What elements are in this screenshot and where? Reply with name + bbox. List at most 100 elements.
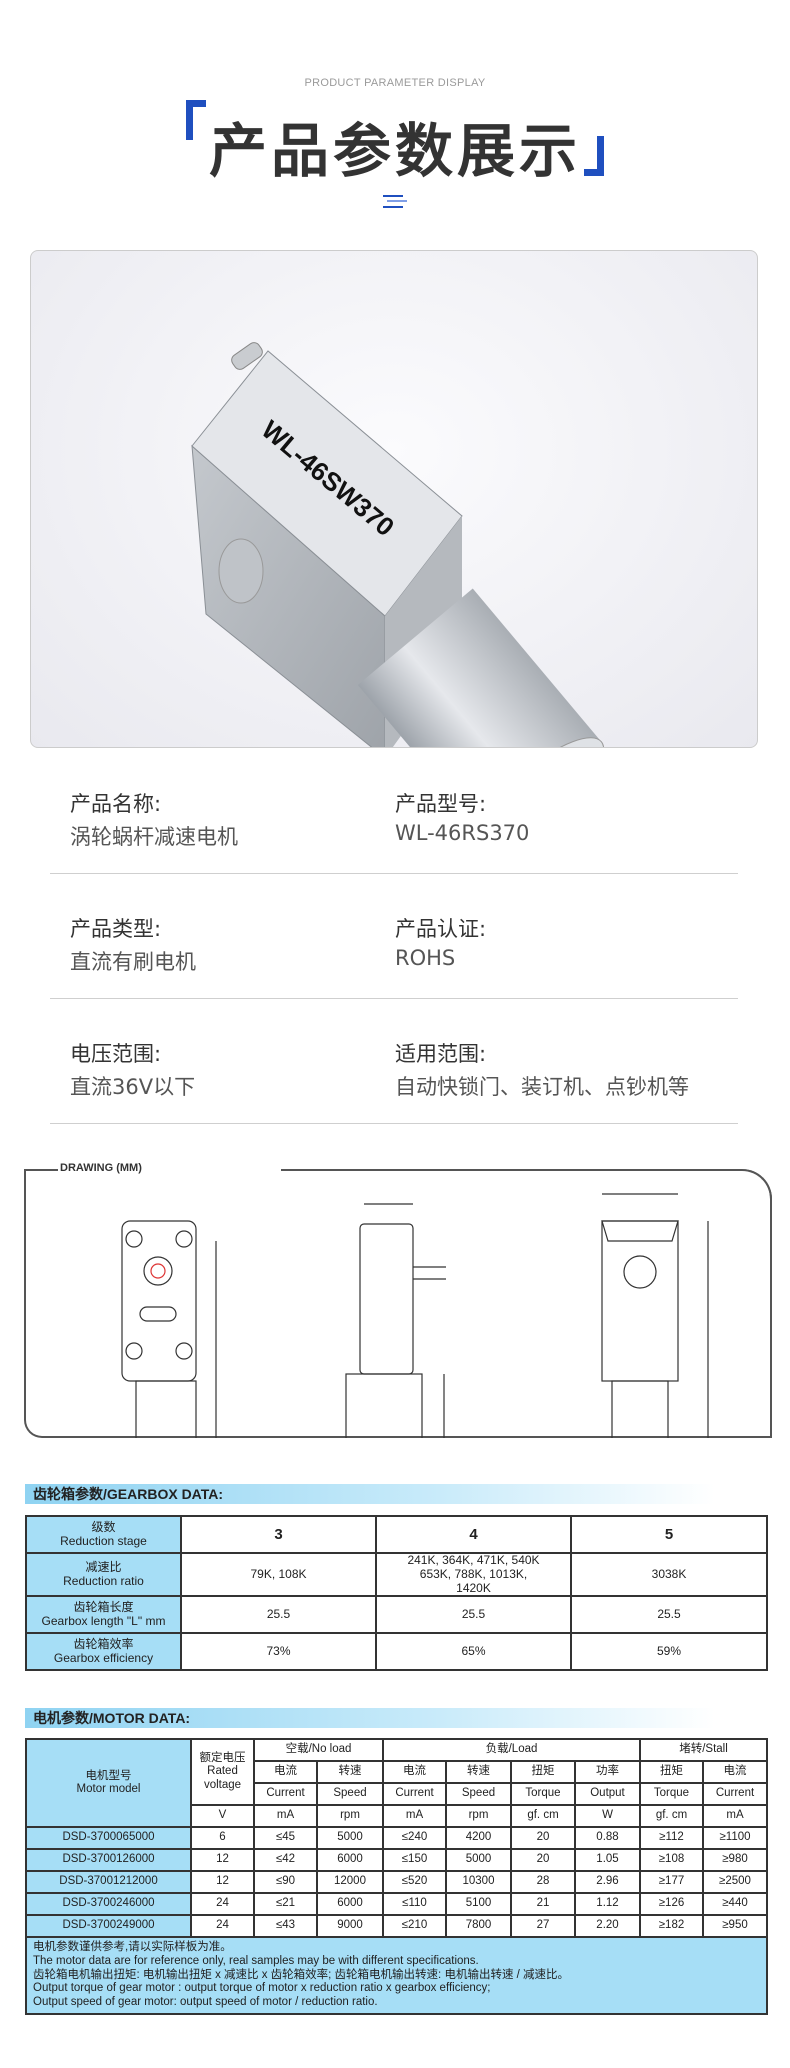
table-cell: 25.5 <box>570 1595 768 1635</box>
table-cell: ≤150 <box>382 1848 447 1872</box>
table-cell: 6000 <box>316 1892 384 1916</box>
table-cell: ≥950 <box>702 1914 768 1938</box>
column-header-cn: 扭矩 <box>510 1760 576 1784</box>
header-cn: 额定电压 <box>199 1752 246 1765</box>
table-cell: 59% <box>570 1632 768 1672</box>
column-header-en: Speed <box>316 1782 384 1806</box>
product-photo: WL-46SW370 <box>30 250 758 748</box>
lines-icon <box>381 194 409 208</box>
table-cell: 73% <box>180 1632 377 1672</box>
spec-label-cert: 产品认证: <box>395 917 487 941</box>
table-cell: 12000 <box>316 1870 384 1894</box>
column-header-en: Current <box>702 1782 768 1806</box>
table-cell: 2.20 <box>574 1914 641 1938</box>
table-cell: 0.88 <box>574 1826 641 1850</box>
table-cell: DSD-37001212000 <box>25 1870 192 1894</box>
note-line: 齿轮箱电机输出扭矩: 电机输出扭矩 x 减速比 x 齿轮箱效率; 齿轮箱电机输出… <box>33 1968 570 1981</box>
group-header: 堵转/Stall <box>639 1738 768 1762</box>
table-cell: 21 <box>510 1892 576 1916</box>
table-row: 电机参数谨供参考,请以实际样板为准。The motor data are for… <box>25 1936 768 2015</box>
note-line: The motor data are for reference only, r… <box>33 1954 479 1967</box>
table-cell: DSD-3700065000 <box>25 1826 192 1850</box>
unit-cell: rpm <box>316 1804 384 1828</box>
table-cell: 20 <box>510 1848 576 1872</box>
column-header-en: Current <box>382 1782 447 1806</box>
row-label-en: Reduction stage <box>60 1533 147 1548</box>
table-cell: 9000 <box>316 1914 384 1938</box>
table-cell: 6000 <box>316 1848 384 1872</box>
table-cell: 6 <box>190 1826 255 1850</box>
table-cell: 3 <box>180 1515 377 1554</box>
table-cell: 1.05 <box>574 1848 641 1872</box>
column-header-en: Output <box>574 1782 641 1806</box>
unit-cell: W <box>574 1804 641 1828</box>
column-header-en: Speed <box>445 1782 512 1806</box>
table-row: 电流转速电流转速扭矩功率扭矩电流 <box>26 1760 768 1784</box>
spec-label-name: 产品名称: <box>70 792 162 816</box>
table-cell: 24 <box>190 1892 255 1916</box>
table-cell: ≥108 <box>639 1848 704 1872</box>
table-cell: 2.96 <box>574 1870 641 1894</box>
motor-section-header: 电机参数/MOTOR DATA: <box>25 1708 715 1728</box>
row-label-cn: 齿轮箱效率 <box>73 1637 134 1652</box>
group-header: 负载/Load <box>382 1738 641 1762</box>
table-cell: ≥440 <box>702 1892 768 1916</box>
spec-value-cert: ROHS <box>395 946 456 970</box>
table-cell: 5000 <box>316 1826 384 1850</box>
table-cell: 24 <box>190 1914 255 1938</box>
page-title: 产品参数展示 <box>208 117 581 185</box>
table-cell: 4200 <box>445 1826 512 1850</box>
spec-value-model: WL-46RS370 <box>395 821 530 845</box>
group-header: 空载/No load <box>253 1738 384 1762</box>
divider <box>50 873 738 874</box>
unit-cell: mA <box>702 1804 768 1828</box>
notes-cell: 电机参数谨供参考,请以实际样板为准。The motor data are for… <box>25 1936 768 2015</box>
table-cell: ≥980 <box>702 1848 768 1872</box>
column-header-cn: 扭矩 <box>639 1760 704 1784</box>
table-cell: 20 <box>510 1826 576 1850</box>
table-cell: ≤110 <box>382 1892 447 1916</box>
table-cell: ≥177 <box>639 1870 704 1894</box>
table-cell: 1.12 <box>574 1892 641 1916</box>
spec-value-voltage: 直流36V以下 <box>70 1075 196 1099</box>
table-cell: 25.5 <box>180 1595 377 1635</box>
table-cell: 12 <box>190 1870 255 1894</box>
row-label-en: Gearbox length "L" mm <box>41 1613 166 1628</box>
table-cell: ≤42 <box>253 1848 318 1872</box>
table-cell: DSD-3700126000 <box>25 1848 192 1872</box>
gearbox-section-header: 齿轮箱参数/GEARBOX DATA: <box>25 1484 715 1504</box>
spec-label-application: 适用范围: <box>395 1042 487 1066</box>
header-cn: 电机型号 <box>85 1769 132 1782</box>
unit-cell: rpm <box>445 1804 512 1828</box>
header-en: Rated voltage <box>203 1765 242 1791</box>
column-header-en: Torque <box>639 1782 704 1806</box>
table-cell: ≥126 <box>639 1892 704 1916</box>
bracket-right-decoration <box>584 136 604 176</box>
note-line: Output torque of gear motor : output tor… <box>33 1982 491 1995</box>
table-cell: 10300 <box>445 1870 512 1894</box>
row-label-en: Gearbox efficiency <box>53 1650 154 1665</box>
table-cell: 241K, 364K, 471K, 540K 653K, 788K, 1013K… <box>375 1551 572 1598</box>
table-cell: 4 <box>375 1515 572 1554</box>
table-cell: 5000 <box>445 1848 512 1872</box>
table-cell: ≤520 <box>382 1870 447 1894</box>
table-cell: ≤210 <box>382 1914 447 1938</box>
table-cell: 65% <box>375 1632 572 1672</box>
unit-cell: V <box>190 1804 255 1828</box>
row-label-cn: 减速比 <box>85 1559 122 1574</box>
spec-label-type: 产品类型: <box>70 917 162 941</box>
drawing-panel: DRAWING (MM) <box>24 1162 772 1487</box>
spec-value-name: 涡轮蜗杆减速电机 <box>70 825 238 849</box>
row-label-cn: 齿轮箱长度 <box>73 1600 134 1615</box>
spec-label-voltage: 电压范围: <box>70 1042 162 1066</box>
